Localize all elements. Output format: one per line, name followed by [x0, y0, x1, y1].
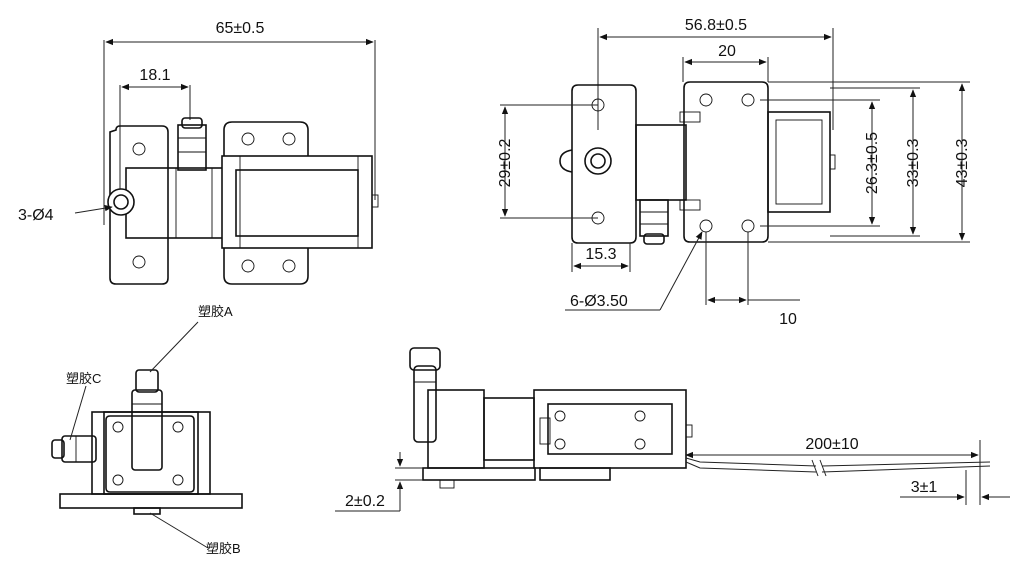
dim-height-b: 26.3±0.5	[864, 132, 881, 194]
dim-overall-length: 65±0.5	[216, 20, 265, 37]
top-left-view: 65±0.5 18.1 3-Ø4	[18, 20, 379, 285]
dim-plate-thickness: 2±0.2	[345, 493, 385, 510]
dim-strip-length: 3±1	[911, 479, 938, 496]
dim-height-c: 33±0.3	[905, 138, 922, 187]
bottom-right-view: 200±10 3±1 2±0.2	[335, 347, 1010, 512]
label-plastic-b: 塑胶B	[206, 541, 241, 556]
dim-height-d: 43±0.3	[954, 138, 971, 187]
dim-width: 56.8±0.5	[685, 17, 747, 34]
dim-height-a: 29±0.2	[497, 138, 514, 187]
dim-holes-callout: 6-Ø3.50	[570, 293, 628, 310]
dim-plate: 20	[718, 43, 736, 60]
label-plastic-c: 塑胶C	[66, 371, 101, 386]
bottom-left-view: 塑胶A 塑胶C 塑胶B	[51, 304, 243, 556]
dim-hole-callout: 3-Ø4	[18, 207, 54, 224]
top-right-view: 56.8±0.5 20 29±0.2	[497, 17, 971, 328]
dim-base: 15.3	[585, 246, 616, 263]
label-plastic-a: 塑胶A	[198, 304, 233, 319]
dim-spacing: 10	[779, 311, 797, 328]
dim-wire-length: 200±10	[805, 436, 858, 453]
dim-offset: 18.1	[139, 67, 170, 84]
